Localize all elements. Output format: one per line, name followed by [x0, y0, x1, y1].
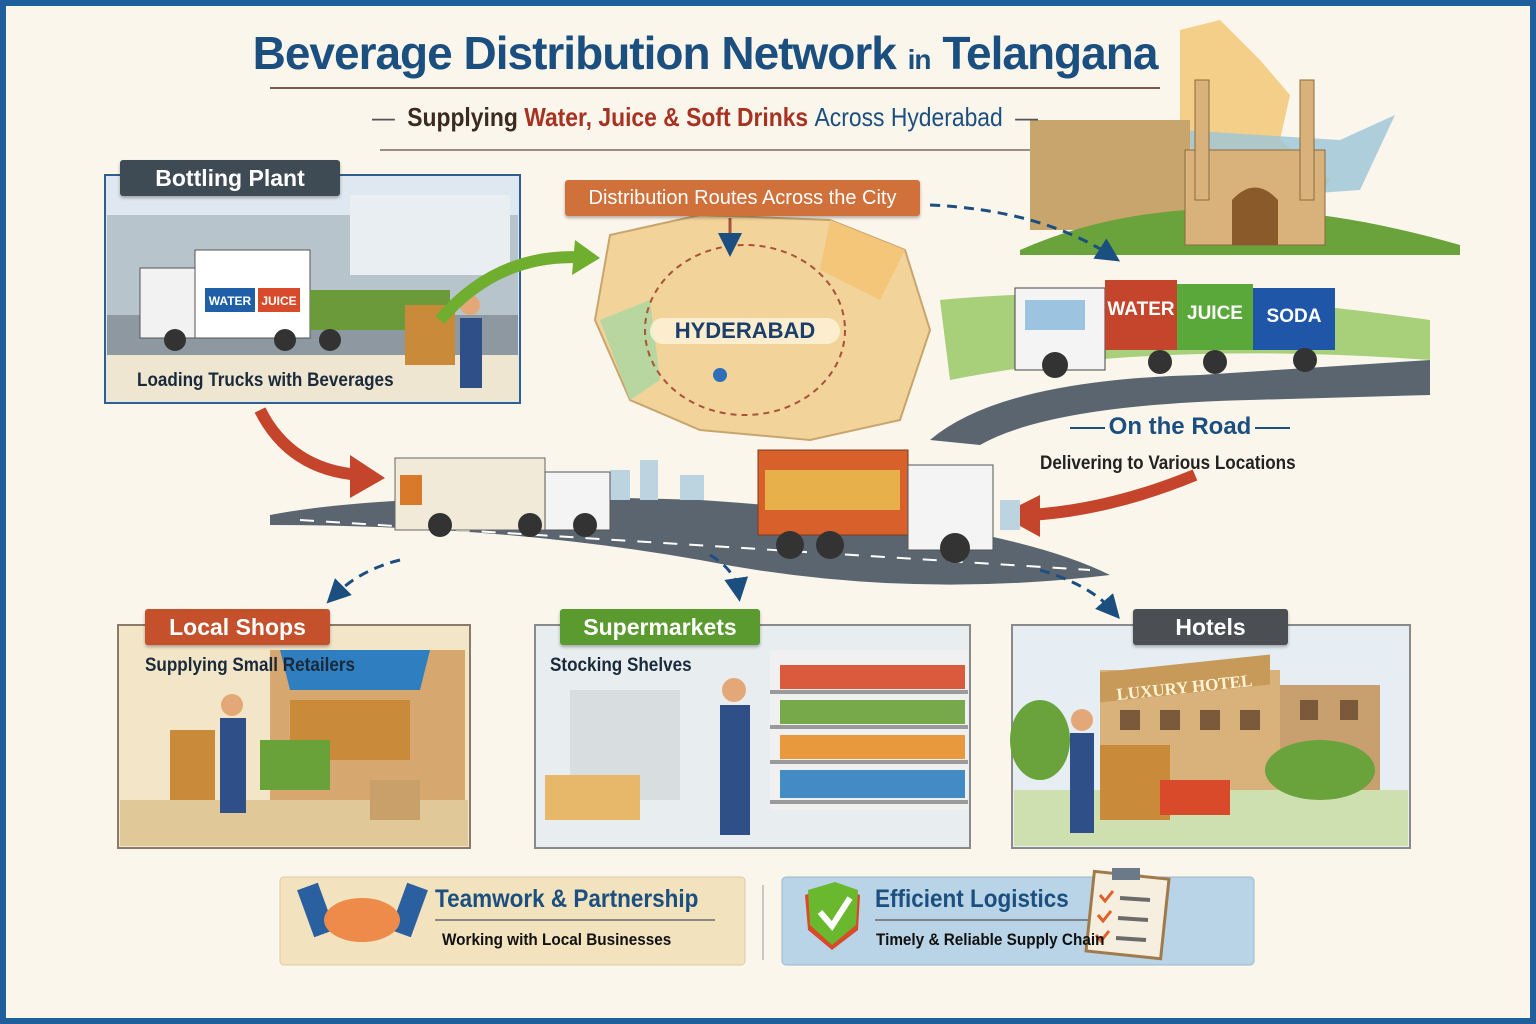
- title-end: Telangana: [942, 27, 1158, 79]
- subtitle-part-3: Across Hyderabad: [814, 102, 1003, 132]
- page-title: Beverage Distribution Network in Telanga…: [0, 26, 1410, 80]
- map-label-hyderabad: HYDERABAD: [650, 318, 840, 344]
- dashed-arrow-hotels: [1039, 568, 1120, 620]
- dashed-arrow-to-truck: [929, 203, 1121, 262]
- subtitle-part-2: Water, Juice & Soft Drinks: [524, 102, 809, 132]
- truck-icon: WATER JUICE: [139, 249, 450, 351]
- on-the-road-title: On the Road: [1108, 413, 1252, 440]
- local-shops-caption: Supplying Small Retailers: [145, 655, 356, 676]
- bottling-plant-label: Bottling Plant: [120, 160, 340, 196]
- dashed-arrow-supermarkets: [709, 553, 749, 602]
- svg-text:JUICE: JUICE: [261, 294, 296, 308]
- clipboard-checklist-icon: [1084, 868, 1171, 961]
- city-skyline-illustration: [610, 460, 1020, 530]
- charminar-skyline-illustration: [1020, 20, 1460, 255]
- page-subtitle: —Supplying Water, Juice & Soft Drinks Ac…: [372, 102, 1038, 132]
- subtitle-part-1: Supplying: [407, 102, 518, 132]
- fort-illustration: [1030, 120, 1190, 230]
- teamwork-banner-bg: [279, 876, 746, 966]
- supermarkets-caption: Stocking Shelves: [550, 655, 692, 676]
- road-right: [930, 360, 1430, 445]
- svg-text:WATER: WATER: [209, 294, 252, 308]
- arrow-to-map: [435, 251, 591, 324]
- local-shops-panel: [117, 624, 471, 849]
- truck-label-soda: SODA: [1266, 306, 1322, 327]
- supermarkets-label: Supermarkets: [560, 609, 760, 645]
- truck-label-juice: JUICE: [1187, 303, 1243, 324]
- logistics-subtitle: Timely & Reliable Supply Chain: [876, 930, 1105, 949]
- local-shops-label: Local Shops: [145, 609, 330, 645]
- distribution-routes-label: Distribution Routes Across the City: [565, 180, 920, 216]
- title-main: Beverage Distribution Network: [252, 27, 897, 79]
- delivery-truck-water-juice-soda: [1014, 280, 1335, 378]
- hotels-label: Hotels: [1133, 609, 1288, 645]
- title-in: in: [907, 44, 932, 75]
- bottling-plant-caption: Loading Trucks with Beverages: [137, 370, 394, 391]
- teamwork-title: Teamwork & Partnership: [435, 885, 699, 913]
- bottling-plant-panel: WATER JUICE: [104, 174, 521, 404]
- handshake-icon: [297, 882, 428, 942]
- teamwork-subtitle: Working with Local Businesses: [442, 930, 672, 949]
- supermarkets-panel: [534, 624, 971, 849]
- dashed-arrow-local-shops: [326, 558, 401, 604]
- orange-truck-icon: [757, 449, 994, 563]
- arrow-to-road: [254, 407, 361, 481]
- arrow-from-road: [1029, 469, 1198, 521]
- white-truck-icon: [394, 457, 611, 537]
- on-the-road-subtitle: Delivering to Various Locations: [1040, 453, 1296, 474]
- hotels-panel: LUXURY HOTEL: [1010, 624, 1411, 849]
- shield-check-icon: [805, 882, 860, 950]
- logistics-title: Efficient Logistics: [875, 885, 1069, 913]
- truck-label-water: WATER: [1107, 299, 1175, 320]
